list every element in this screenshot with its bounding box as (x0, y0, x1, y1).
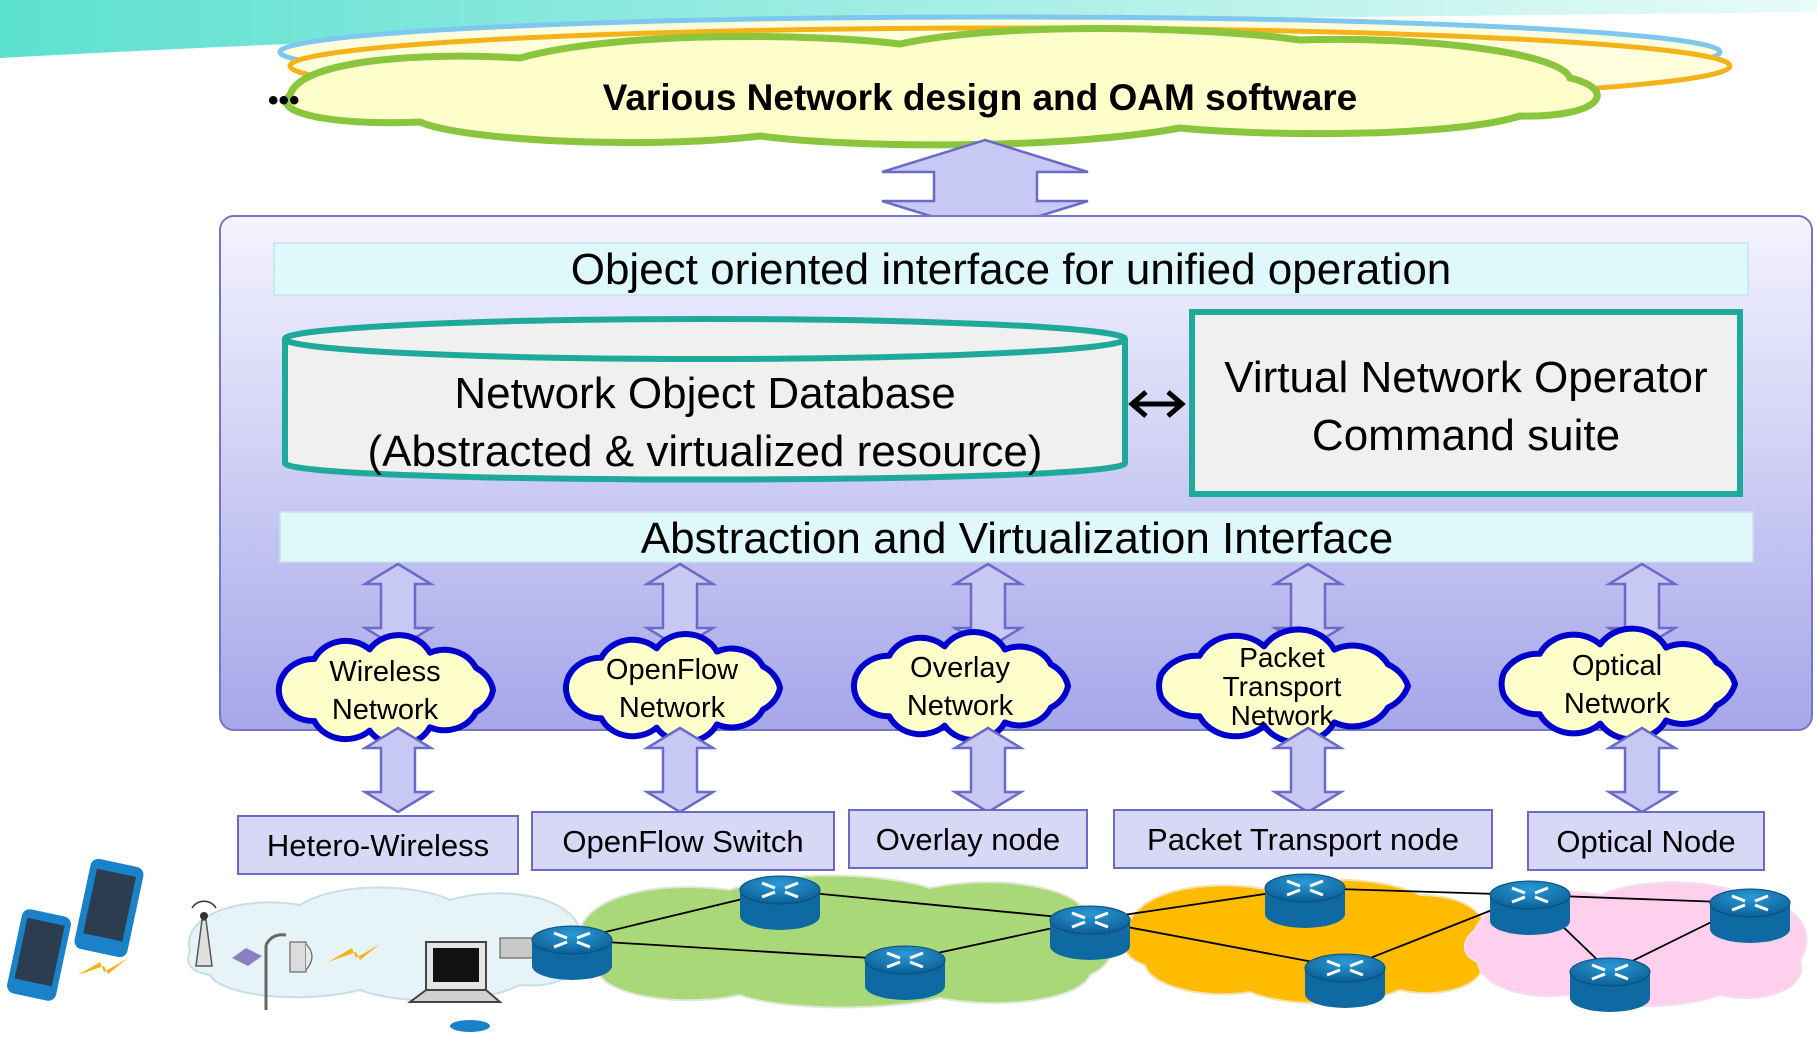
command-suite-box (1189, 309, 1743, 497)
node-box: OpenFlow Switch (531, 811, 835, 871)
router-icon (531, 925, 613, 980)
network-cloud-label: Wireless (329, 656, 440, 688)
node-box: Overlay node (848, 809, 1088, 869)
router-icon (739, 875, 821, 930)
abstraction-interface-bar (279, 511, 1754, 563)
network-cloud-label: Network (1231, 700, 1335, 731)
node-box-label: Hetero-Wireless (267, 828, 489, 863)
header-band (0, 0, 1817, 58)
smartphone-icon (74, 858, 144, 958)
router-icon (864, 945, 946, 1000)
router-icon (1709, 888, 1791, 943)
command-suite-subtitle: Command suite (1312, 411, 1620, 460)
wireless-signal-icon (78, 958, 128, 975)
object-interface-label: Object oriented interface for unified op… (571, 245, 1452, 294)
network-cloud-label: Network (907, 690, 1014, 722)
db-command-link-arrow (1128, 390, 1186, 418)
network-cloud-label: Optical (1572, 650, 1662, 682)
node-box-label: OpenFlow Switch (562, 824, 803, 859)
network-node-arrow (360, 726, 436, 814)
node-box: Packet Transport node (1113, 809, 1493, 869)
network-cloud-label: Network (619, 692, 726, 724)
software-cloud-label: Various Network design and OAM software (603, 77, 1358, 118)
wireless-signal-icon (328, 944, 380, 962)
router-icon (1264, 873, 1346, 928)
router-icon (1304, 953, 1386, 1008)
object-interface-bar (273, 242, 1749, 296)
abstraction-interface-label: Abstraction and Virtualization Interface (641, 514, 1394, 563)
smartphone-icon (7, 909, 71, 1001)
access-point-icon (232, 948, 262, 966)
database-title: Network Object Database (454, 369, 955, 418)
physical-network-layer (7, 858, 1808, 1032)
network-object-database (282, 316, 1128, 483)
node-box: Hetero-Wireless (237, 815, 519, 875)
database-subtitle: (Abstracted & virtualized resource) (368, 427, 1043, 476)
router-icon (1569, 957, 1651, 1012)
network-cloud-label: OpenFlow (606, 654, 739, 686)
street-lamp-icon (264, 933, 287, 1010)
software-cloud (277, 14, 1733, 149)
network-cloud-label: Overlay (910, 652, 1010, 684)
network-node-arrow (642, 726, 718, 814)
network-cloud-label: Transport (1223, 671, 1342, 702)
laptop-icon (407, 941, 503, 1032)
network-node-arrow (1270, 726, 1346, 814)
node-box-label: Optical Node (1556, 824, 1735, 859)
antenna-icon (191, 900, 217, 967)
network-node-arrow (1604, 726, 1680, 814)
node-box-label: Overlay node (876, 822, 1060, 857)
network-cloud-label: Network (1564, 688, 1671, 720)
more-software-dots: ••• (268, 84, 300, 117)
node-box-label: Packet Transport node (1147, 822, 1459, 857)
router-icon (1049, 905, 1131, 960)
router-icon (1489, 880, 1571, 935)
node-box: Optical Node (1527, 811, 1765, 871)
network-cloud-label: Network (332, 694, 439, 726)
network-cloud-label: Packet (1239, 642, 1325, 673)
command-suite-title: Virtual Network Operator (1224, 353, 1707, 402)
network-node-arrow (950, 726, 1026, 814)
openflow-area-cloud (575, 874, 1115, 1009)
dish-antenna-icon (289, 941, 313, 973)
